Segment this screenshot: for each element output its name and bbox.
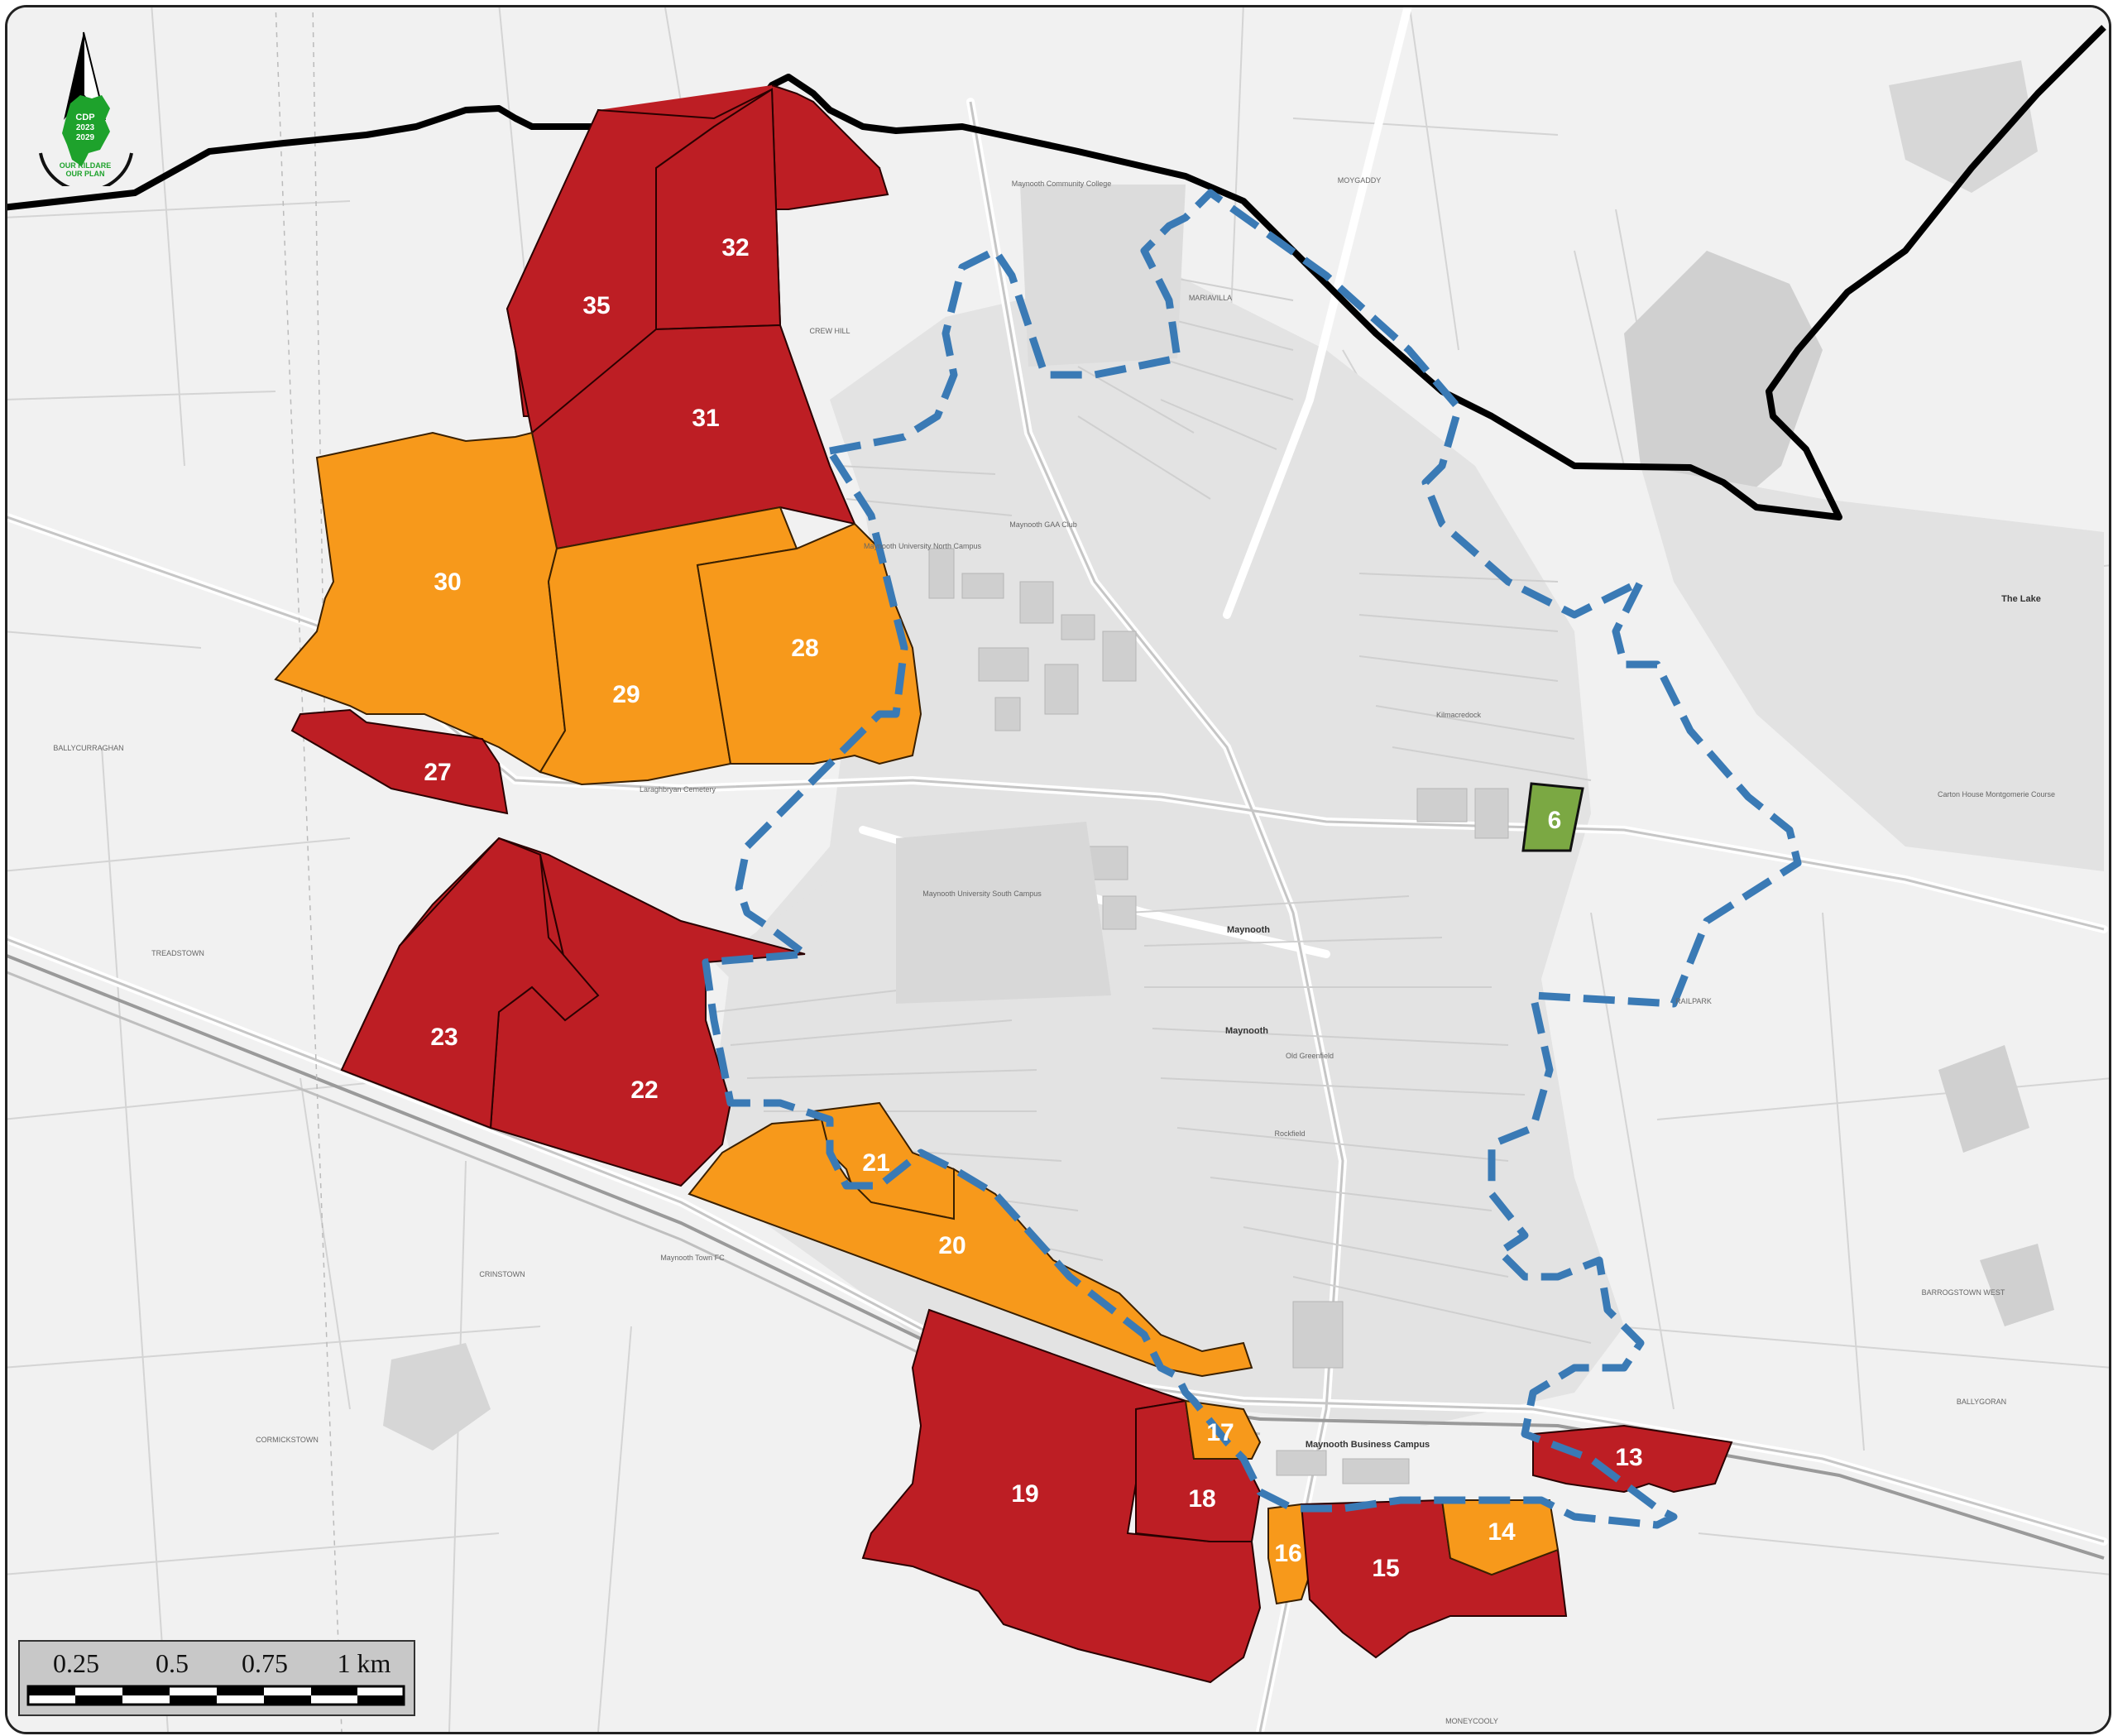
parcel-28[interactable] [696, 522, 922, 765]
field-boundaries [7, 7, 2109, 1732]
kildare-county-icon [62, 95, 110, 166]
parcel-label-35: 35 [582, 292, 610, 319]
parcel-label-13: 13 [1615, 1444, 1642, 1471]
parcel-23-shape[interactable] [340, 837, 600, 1129]
scale-label-3: 1 km [337, 1648, 391, 1678]
scale-label-2: 0.75 [242, 1648, 288, 1678]
parcel-label-16: 16 [1274, 1540, 1301, 1567]
place-moygaddy: MOYGADDY [1338, 176, 1382, 185]
place-kilmacredock: Kilmacredock [1436, 711, 1482, 719]
logo-line1: CDP [75, 113, 94, 122]
logo-caption2: OUR PLAN [66, 170, 105, 178]
parcel-label-19: 19 [1011, 1480, 1038, 1508]
place-laraghbryan: Laraghbryan Cemetery [640, 785, 716, 794]
place-gaa: Maynooth GAA Club [1009, 520, 1077, 529]
scale-label-0: 0.25 [53, 1648, 99, 1678]
town-boundary [702, 189, 1802, 1529]
place-crewhill: CREW HILL [809, 327, 850, 335]
place-railpark: RAILPARK [1675, 997, 1712, 1005]
place-cormickstown: CORMICKSTOWN [256, 1436, 319, 1444]
minor-tracks [275, 7, 343, 1732]
town-built-up [714, 880, 879, 1078]
place-ballycurraghan: BALLYCURRAGHAN [53, 744, 123, 752]
parcel-label-22: 22 [630, 1077, 658, 1104]
parcel-label-31: 31 [692, 405, 719, 432]
kildare-cdp-logo: CDP 2023 2029 OUR KILDARE OUR PLAN [39, 31, 133, 186]
community-college-grounds [1020, 185, 1186, 367]
parcel-label-18: 18 [1188, 1485, 1215, 1513]
place-names: Maynooth Maynooth Old Greenfield The Lak… [53, 176, 2055, 1725]
place-business-campus: Maynooth Business Campus [1306, 1440, 1430, 1450]
place-town-fc: Maynooth Town FC [660, 1254, 725, 1262]
woodland-area [1889, 60, 2038, 193]
scale-label-1: 0.5 [156, 1648, 189, 1678]
woodland-area [1624, 251, 1823, 516]
place-mariavilla: MARIAVILLA [1189, 294, 1232, 302]
place-maynooth-small: Maynooth [1227, 925, 1270, 935]
parcel-label-20: 20 [938, 1232, 965, 1259]
woodland-area [383, 1343, 491, 1451]
parcel-label-15: 15 [1372, 1555, 1399, 1582]
parcel-30[interactable] [274, 431, 567, 774]
place-moneycooly: MONEYCOOLY [1445, 1717, 1498, 1725]
place-treadstown: TREADSTOWN [151, 949, 204, 957]
place-south-campus: Maynooth University South Campus [922, 890, 1042, 898]
place-maynooth: Maynooth [1225, 1026, 1268, 1036]
parcel-label-14: 14 [1488, 1518, 1516, 1546]
logo-line2: 2023 [76, 123, 95, 132]
logo-line3: 2029 [76, 133, 95, 142]
parcel-6[interactable] [1521, 782, 1584, 852]
parcel-label-28: 28 [791, 635, 818, 662]
map-canvas[interactable]: 6 13 14 15 16 17 18 19 20 21 22 23 27 28… [7, 7, 2109, 1732]
parcel-label-32: 32 [721, 234, 749, 261]
place-ballygoran: BALLYGORAN [1957, 1398, 2006, 1406]
parcel-label-27: 27 [424, 759, 451, 786]
county-boundary [7, 25, 2106, 520]
place-greenfield: Old Greenfield [1286, 1052, 1334, 1060]
parcel-label-29: 29 [612, 681, 640, 708]
logo-caption1: OUR KILDARE [60, 161, 112, 170]
parcel-label-23: 23 [430, 1024, 458, 1051]
parcel-label-21: 21 [862, 1149, 889, 1177]
place-carton: Carton House Montgomerie Course [1938, 790, 2055, 798]
scale-bar: 0.25 0.5 0.75 1 km [18, 1640, 415, 1716]
railway-line [7, 954, 2105, 1560]
south-campus-grounds [896, 822, 1111, 1004]
woodland-area [1938, 1045, 2029, 1153]
woodland-area [1980, 1244, 2054, 1326]
estate-streets [713, 275, 1592, 1344]
place-north-campus: Maynooth University North Campus [864, 542, 982, 550]
parcel-32-area[interactable] [655, 88, 782, 331]
place-community-college: Maynooth Community College [1012, 180, 1112, 188]
scale-ruler [26, 1685, 405, 1706]
parcel-label-17: 17 [1206, 1419, 1234, 1446]
parcel-13[interactable] [1532, 1424, 1733, 1494]
parcel-label-30: 30 [434, 568, 461, 596]
place-rockfield: Rockfield [1274, 1129, 1305, 1138]
place-barrogstown: BARROGSTOWN WEST [1922, 1288, 2005, 1297]
parcel-27[interactable] [290, 708, 509, 815]
parcel-17[interactable] [1184, 1399, 1262, 1460]
estate-parkland [1641, 466, 2104, 871]
place-the-lake: The Lake [2001, 594, 2041, 604]
parcel-label-6: 6 [1548, 807, 1562, 834]
parcel-29[interactable] [539, 506, 798, 786]
logo-arc [39, 152, 133, 186]
parcel-labels: 6 13 14 15 16 17 18 19 20 21 22 23 27 28… [424, 234, 1642, 1582]
campus-buildings [928, 548, 1509, 1484]
map-frame: 6 13 14 15 16 17 18 19 20 21 22 23 27 28… [5, 5, 2111, 1734]
place-crinstown: CRINSTOWN [479, 1270, 525, 1278]
